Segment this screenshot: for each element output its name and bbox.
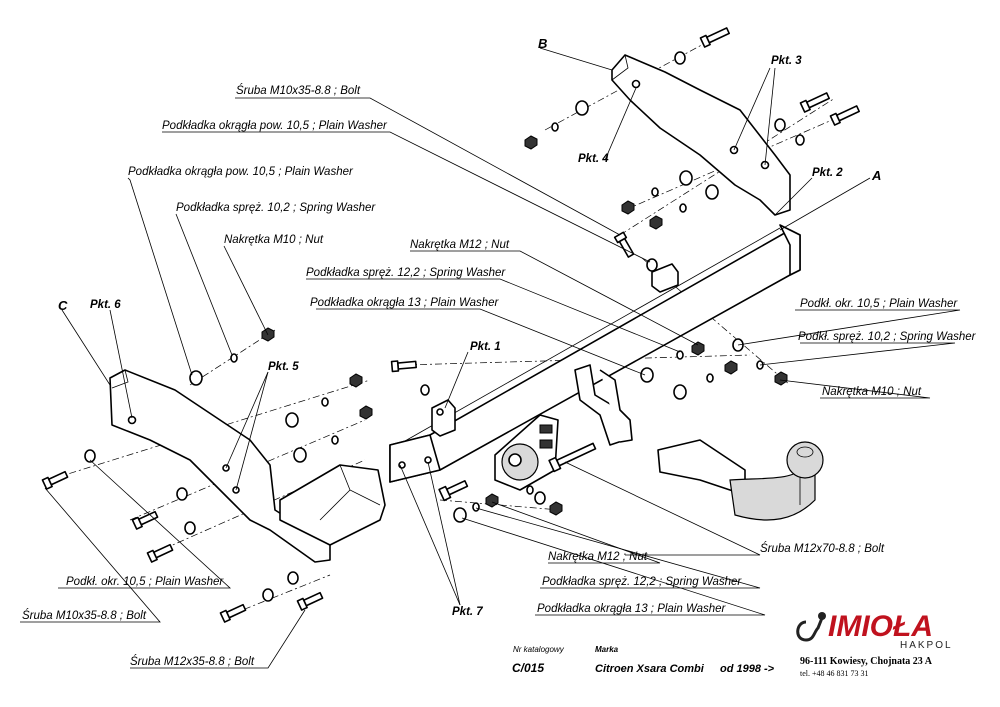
letter-a: A (871, 168, 881, 183)
part-letters: B A C (58, 36, 881, 313)
pkt-6-label: Pkt. 6 (90, 299, 121, 311)
company-phone: tel. +48 46 831 73 31 (800, 669, 869, 678)
label-washer-spring-102-right: Podkł. spręż. 10,2 ; Spring Washer (798, 331, 977, 343)
pkt-7-label: Pkt. 7 (452, 606, 483, 618)
hook-logo-icon (796, 617, 824, 642)
label-washer-plain-105-left: Podkładka okrągła pow. 10,5 ; Plain Wash… (128, 166, 354, 178)
catalog-number: C/015 (512, 661, 544, 675)
label-washer-plain-13-bottom: Podkładka okrągła 13 ; Plain Washer (537, 603, 727, 615)
label-washer-plain-105-top: Podkładka okrągła pow. 10,5 ; Plain Wash… (162, 120, 388, 132)
model-name: Citroen Xsara Combi (595, 663, 705, 675)
label-nut-m10-right: Nakrętka M10 ; Nut (822, 386, 922, 398)
label-bolt-m12x35: Śruba M12x35-8.8 ; Bolt (130, 655, 255, 668)
bracket-c (109, 369, 386, 563)
footer: Nr katalogowy C/015 Marka Citroen Xsara … (512, 645, 775, 675)
pkt-2-label: Pkt. 2 (812, 167, 843, 179)
label-washer-spring-102-left: Podkładka spręż. 10,2 ; Spring Washer (176, 202, 376, 214)
label-washer-plain-105-right: Podkł. okr. 10,5 ; Plain Washer (800, 298, 958, 310)
part-labels: Śruba M10x35-8.8 ; Bolt Podkładka okrągł… (22, 84, 977, 668)
label-bolt-m10-lower: Śruba M10x35-8.8 ; Bolt (22, 609, 147, 622)
label-nut-m12-top: Nakrętka M12 ; Nut (410, 239, 510, 251)
main-beam-a (389, 224, 801, 483)
label-washer-plain-13-top: Podkładka okrągła 13 ; Plain Washer (310, 297, 500, 309)
pkt-1-label: Pkt. 1 (470, 341, 501, 353)
label-nut-m12-bottom: Nakrętka M12 ; Nut (548, 551, 648, 563)
catalog-caption: Nr katalogowy (513, 645, 565, 654)
label-bolt-m12x70: Śruba M12x70-8.8 ; Bolt (760, 542, 885, 555)
bracket-b (611, 54, 791, 216)
label-washer-spring-122-bottom: Podkładka spręż. 12,2 ; Spring Washer (542, 576, 742, 588)
company-logo: IMIOŁA HAKPOL 96-111 Kowiesy, Chojnata 2… (796, 610, 953, 678)
label-washer-plain-105-lower: Podkł. okr. 10,5 ; Plain Washer (66, 576, 224, 588)
leader-lines (20, 47, 961, 669)
brand-caption: Marka (595, 645, 619, 654)
pkt-5-label: Pkt. 5 (268, 361, 299, 373)
pkt-3-label: Pkt. 3 (771, 55, 802, 67)
letter-b: B (538, 36, 547, 51)
logo-sub: HAKPOL (900, 640, 953, 651)
company-address: 96-111 Kowiesy, Chojnata 23 A (800, 656, 933, 667)
logo-name: IMIOŁA (828, 610, 933, 643)
pkt-4-label: Pkt. 4 (578, 153, 609, 165)
model-year: od 1998 -> (720, 663, 775, 675)
letter-c: C (58, 298, 68, 313)
point-labels: Pkt. 1 Pkt. 2 Pkt. 3 Pkt. 4 Pkt. 5 Pkt. … (90, 55, 843, 618)
label-nut-m10-left: Nakrętka M10 ; Nut (224, 234, 324, 246)
tow-ball-arm (657, 439, 824, 521)
label-bolt-m10-top: Śruba M10x35-8.8 ; Bolt (236, 84, 361, 97)
label-washer-spring-122-top: Podkładka spręż. 12,2 ; Spring Washer (306, 267, 506, 279)
